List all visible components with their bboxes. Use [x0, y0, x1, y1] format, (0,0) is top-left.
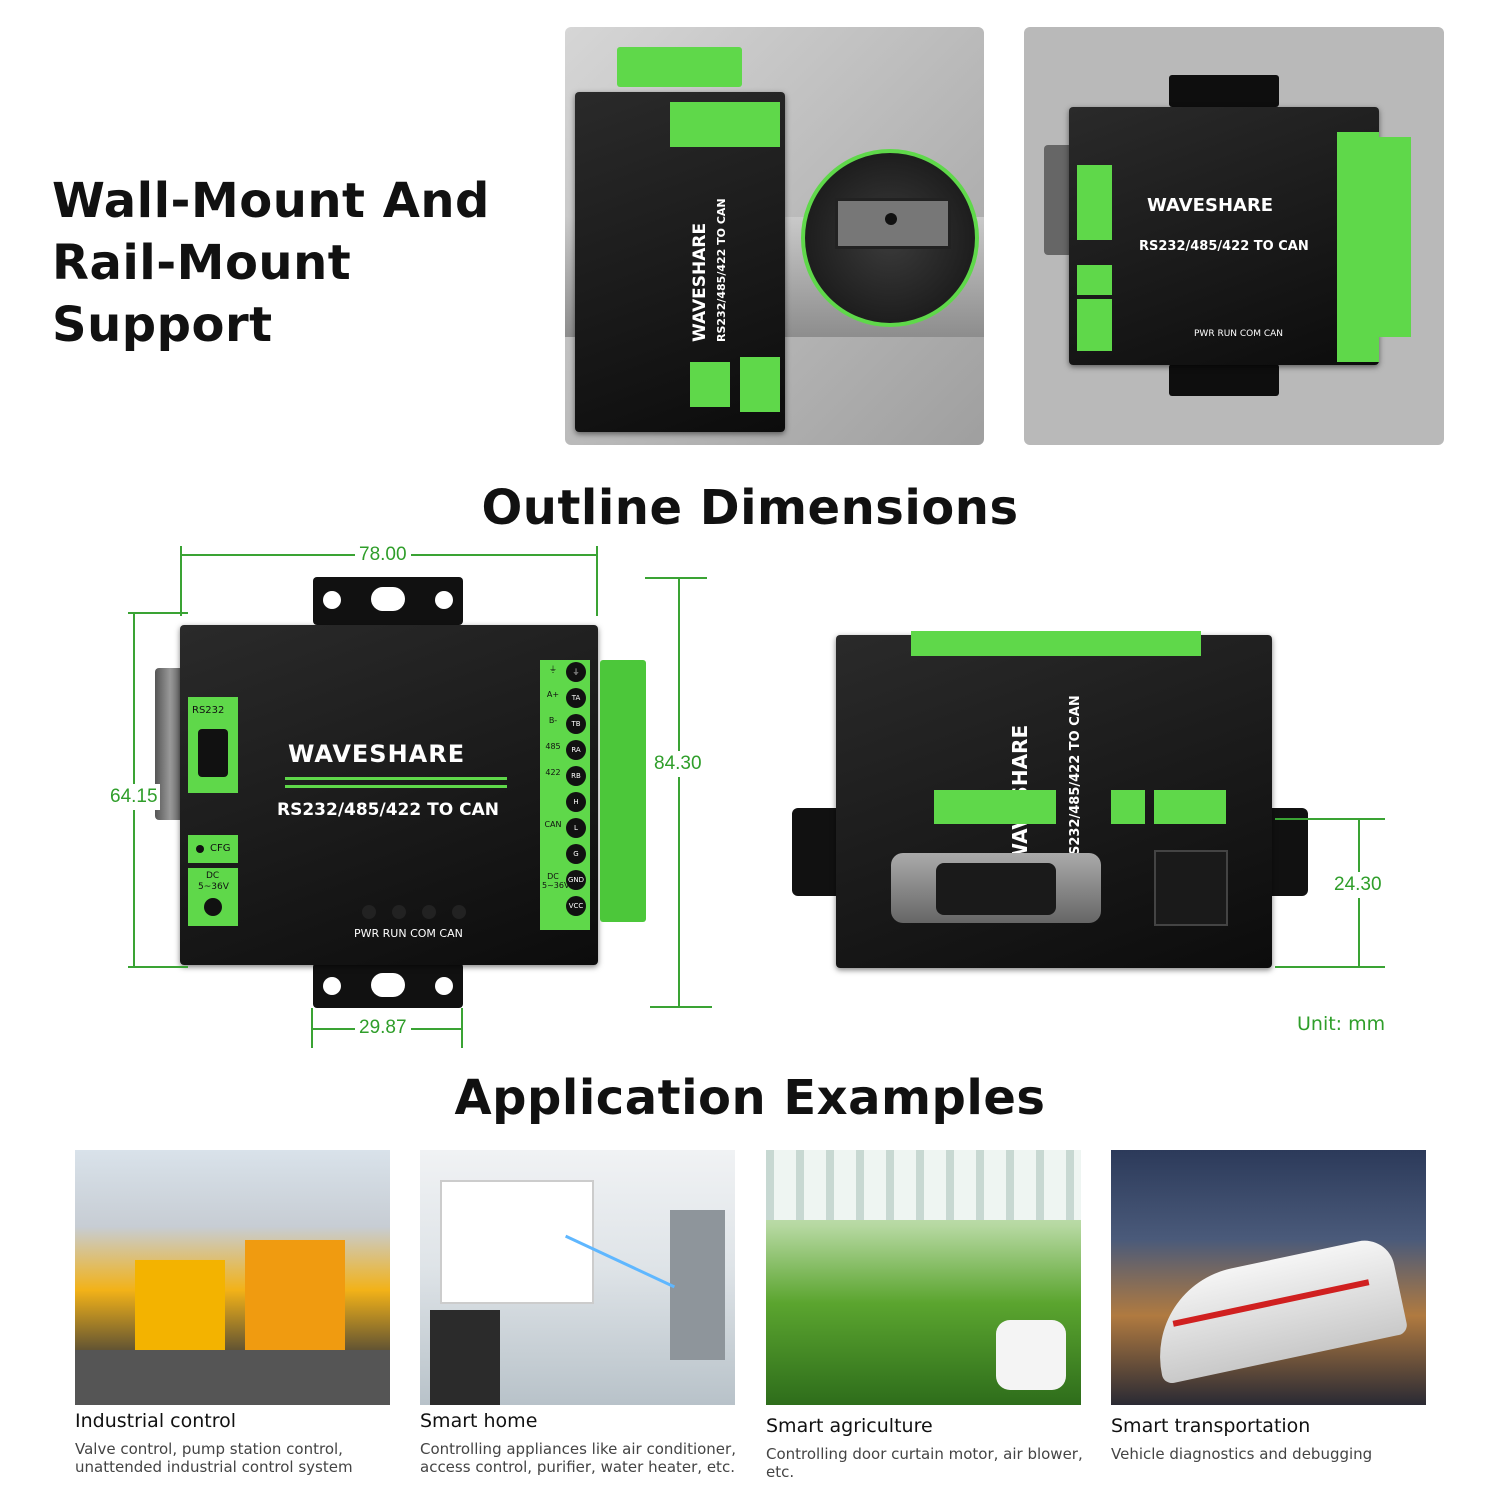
- terminal-left-label: ⏚: [549, 665, 557, 674]
- rs232-label: RS232: [192, 705, 225, 716]
- rail-photo-model: RS232/485/422 TO CAN: [715, 198, 728, 342]
- outline-heading: Outline Dimensions: [481, 480, 1019, 536]
- terminal-block: [600, 660, 646, 922]
- app-desc-home: Controlling appliances like air conditio…: [420, 1440, 736, 1476]
- terminal-left-label: DC 5~36V: [542, 872, 570, 890]
- terminal-right-label: TA: [566, 688, 586, 708]
- rail-photo-brand: WAVESHARE: [690, 222, 710, 342]
- terminal-right-label: RB: [566, 766, 586, 786]
- rail-clip-zoom: [801, 149, 979, 327]
- app-desc-agriculture: Controlling door curtain motor, air blow…: [766, 1445, 1083, 1481]
- side-device-body: WAVESHARE RS232/485/422 TO CAN: [836, 631, 1272, 968]
- wall-photo-brand: WAVESHARE: [1147, 195, 1274, 216]
- mount-heading: Wall-Mount And Rail-Mount Support: [52, 170, 552, 356]
- terminal-right-label: GND: [566, 870, 586, 890]
- front-brand: WAVESHARE: [288, 740, 466, 768]
- wall-mount-photo: WAVESHARE RS232/485/422 TO CAN PWR RUN C…: [1024, 27, 1444, 445]
- rail-mount-photo: WAVESHARE RS232/485/422 TO CAN: [565, 27, 984, 445]
- dim-height-total: 84.30: [652, 751, 704, 777]
- terminal-right-label: ⏚: [566, 662, 586, 682]
- dim-height-body: 64.15: [108, 784, 160, 810]
- side-model: RS232/485/422 TO CAN: [1068, 695, 1083, 865]
- terminal-right-label: TB: [566, 714, 586, 734]
- wall-photo-model: RS232/485/422 TO CAN: [1139, 239, 1309, 254]
- app-title-home: Smart home: [420, 1410, 538, 1432]
- bottom-bracket: [313, 963, 463, 1008]
- terminal-right-label: RA: [566, 740, 586, 760]
- front-model: RS232/485/422 TO CAN: [277, 800, 499, 820]
- dim-depth: 24.30: [1332, 872, 1384, 898]
- terminal-left-label: 422: [545, 768, 561, 777]
- rs232-port: RS232: [188, 697, 238, 793]
- app-title-industrial: Industrial control: [75, 1410, 237, 1432]
- terminal-left-label: A+: [546, 690, 560, 699]
- app-title-agriculture: Smart agriculture: [766, 1415, 933, 1437]
- smart-home-image: [420, 1150, 735, 1405]
- cfg-button[interactable]: CFG: [188, 835, 238, 863]
- terminal-left-label: CAN: [544, 820, 562, 829]
- app-desc-industrial: Valve control, pump station control, una…: [75, 1440, 353, 1476]
- dc-jack: DC 5~36V: [188, 868, 238, 926]
- app-desc-transportation: Vehicle diagnostics and debugging: [1111, 1445, 1373, 1463]
- smart-transportation-image: [1111, 1150, 1426, 1405]
- industrial-control-image: [75, 1150, 390, 1405]
- mount-heading-line1: Wall-Mount And: [52, 173, 490, 229]
- terminal-left-label: 485: [545, 742, 561, 751]
- smart-agriculture-image: [766, 1150, 1081, 1405]
- applications-heading: Application Examples: [454, 1070, 1046, 1126]
- front-leds: PWR RUN COM CAN: [354, 927, 463, 940]
- terminal-right-label: H: [566, 792, 586, 812]
- top-bracket: [313, 577, 463, 625]
- dim-width: 78.00: [355, 544, 411, 566]
- mount-heading-line2: Rail-Mount Support: [52, 235, 352, 353]
- dim-bracket-width: 29.87: [355, 1017, 411, 1039]
- terminal-right-label: L: [566, 818, 586, 838]
- terminal-right-label: VCC: [566, 896, 586, 916]
- wall-photo-leds: PWR RUN COM CAN: [1194, 329, 1284, 339]
- terminal-left-label: B-: [548, 716, 558, 725]
- unit-label: Unit: mm: [1297, 1013, 1386, 1035]
- front-device-body: RS232 CFG DC 5~36V WAVESHARE RS232/485/4…: [180, 625, 598, 965]
- app-title-transportation: Smart transportation: [1111, 1415, 1311, 1437]
- terminal-right-label: G: [566, 844, 586, 864]
